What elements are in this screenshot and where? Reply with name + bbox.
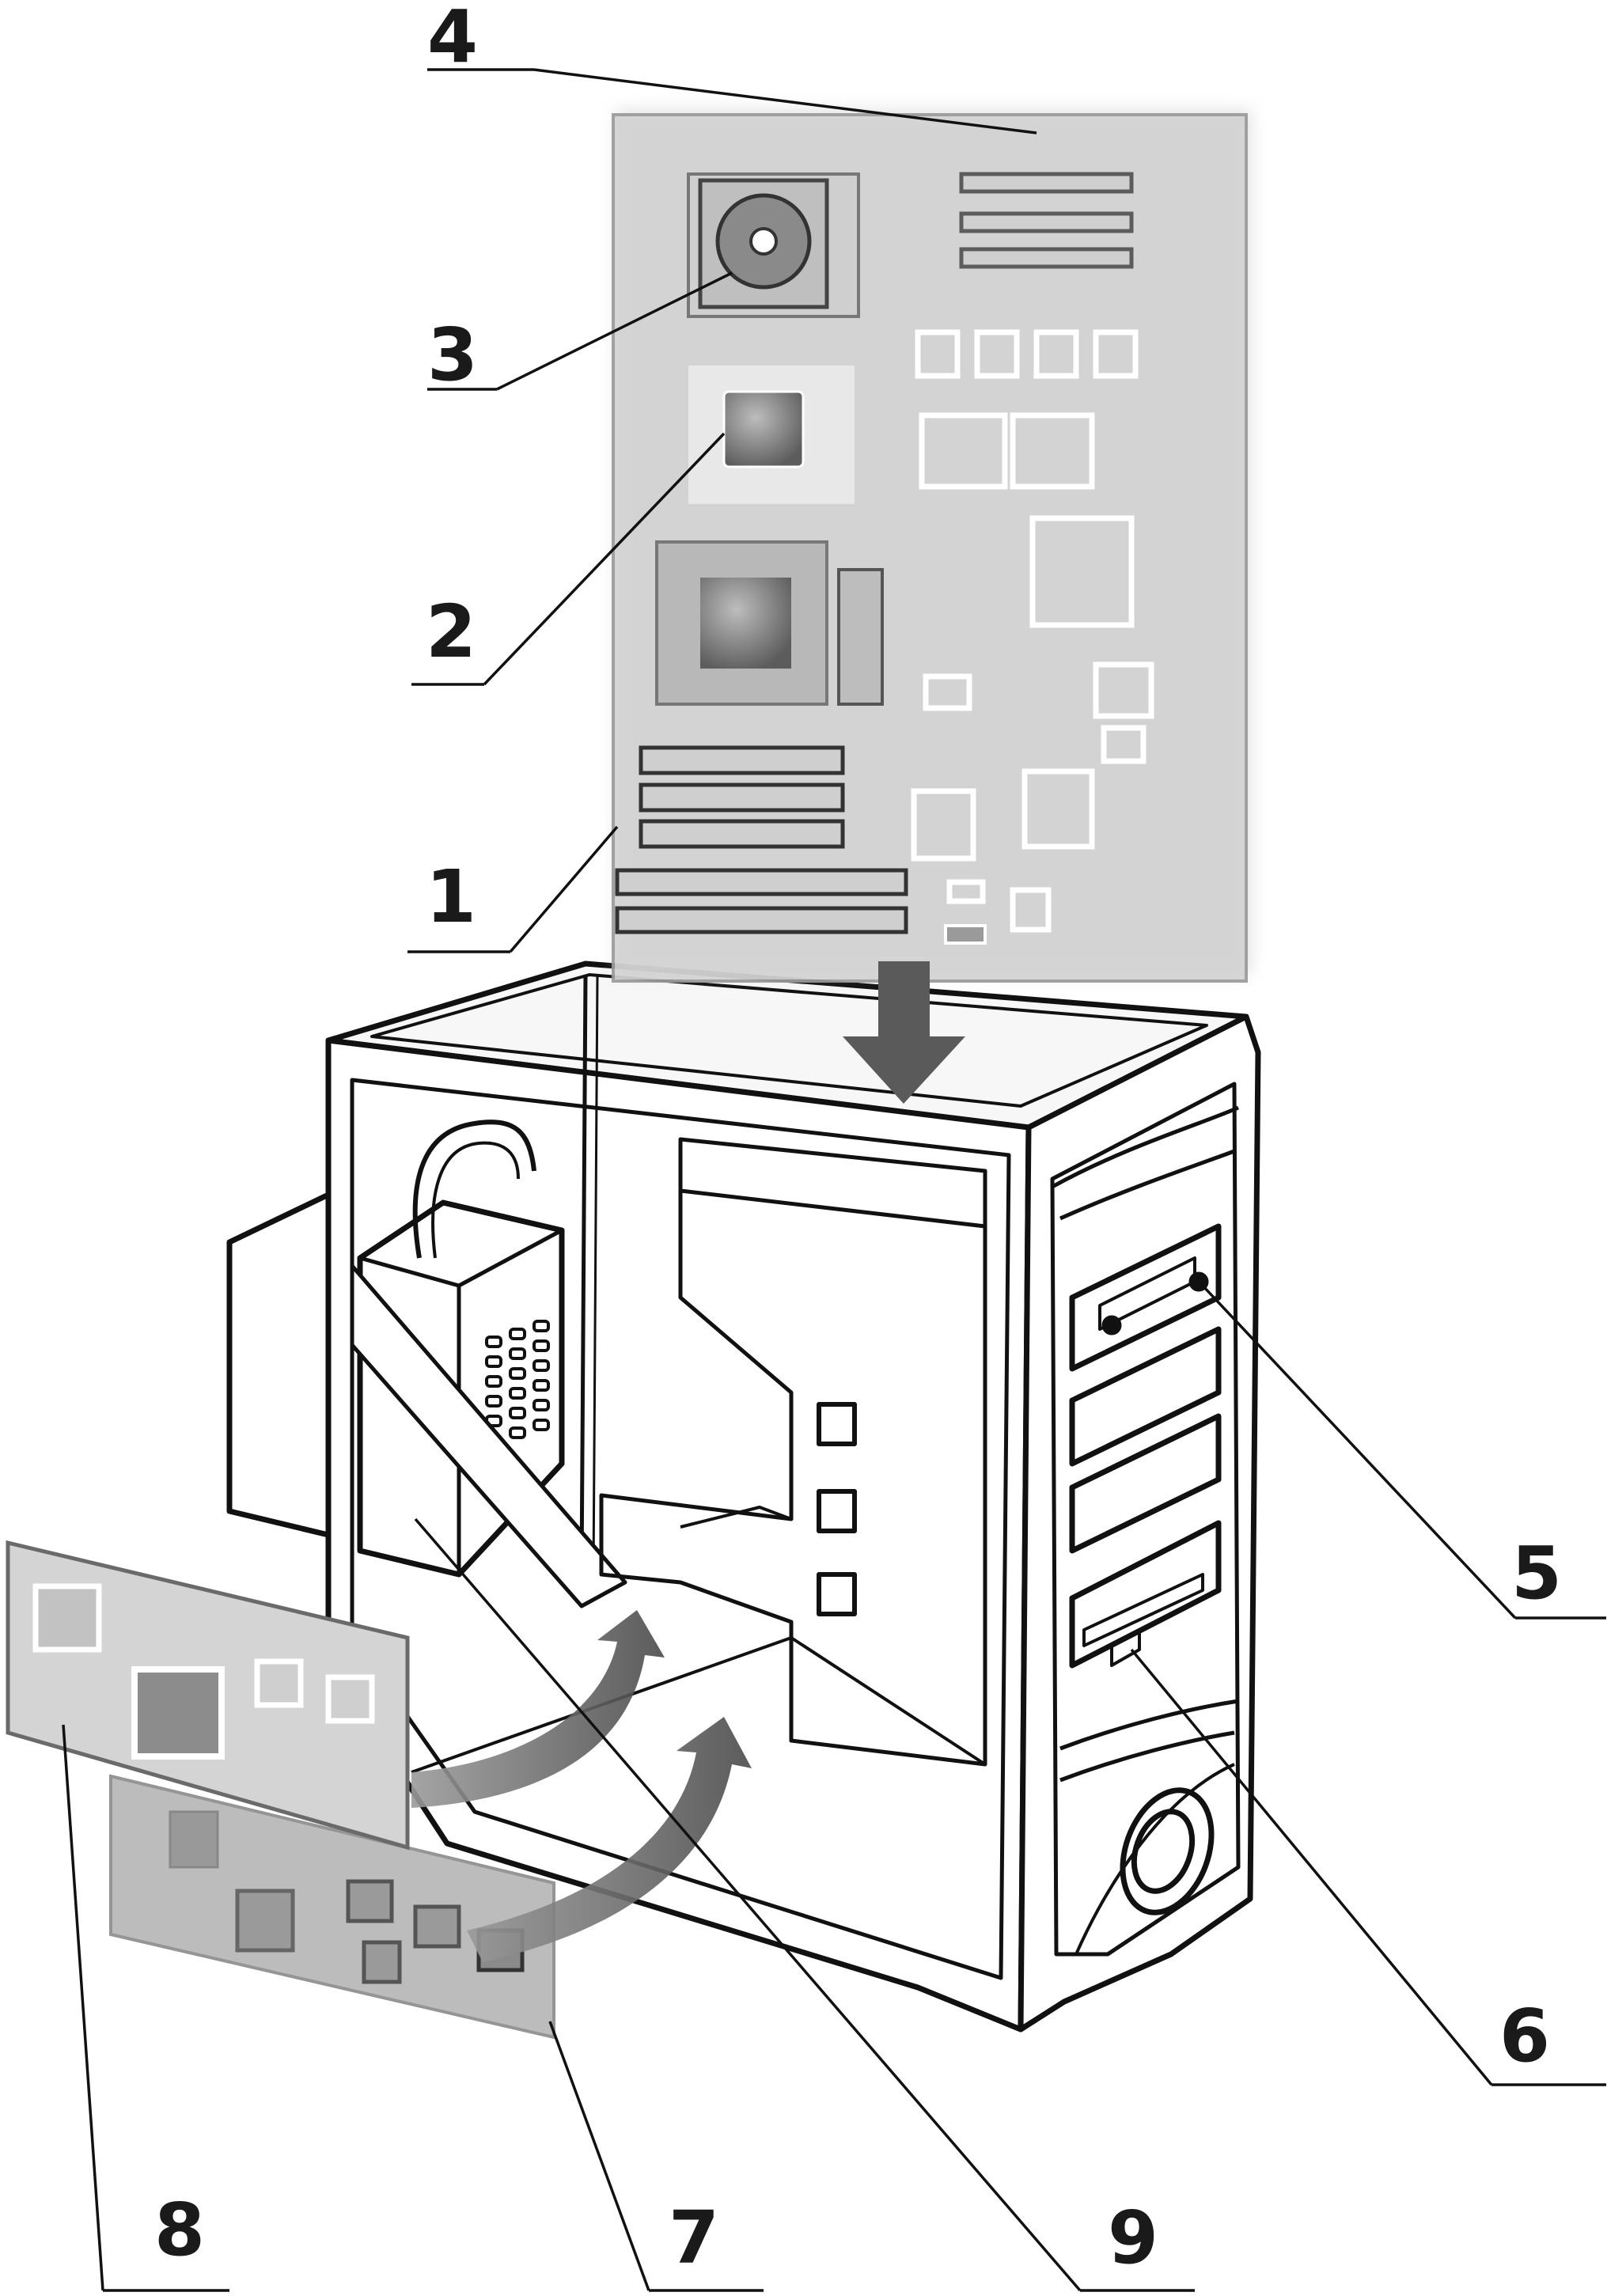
motherboard	[612, 111, 1250, 983]
callout-5: 5	[1511, 1531, 1562, 1616]
callout-9: 9	[1108, 2196, 1158, 2280]
callout-4: 4	[427, 0, 478, 79]
insertion-arrow	[843, 961, 965, 1104]
callout-3: 3	[427, 313, 478, 397]
callout-6: 6	[1499, 1994, 1550, 2078]
callout-1: 1	[426, 854, 476, 939]
callout-7: 7	[669, 2196, 719, 2280]
card-arrow-front	[411, 1610, 665, 1808]
expansion-card-front	[6, 1540, 410, 1851]
callout-8: 8	[154, 2188, 205, 2272]
leader-lines	[62, 68, 1606, 2292]
card-arrow-rear	[467, 1717, 752, 1962]
callout-labels: 1 2 3 4 5 6 7 8 9	[154, 0, 1562, 2280]
callout-2: 2	[426, 589, 476, 674]
